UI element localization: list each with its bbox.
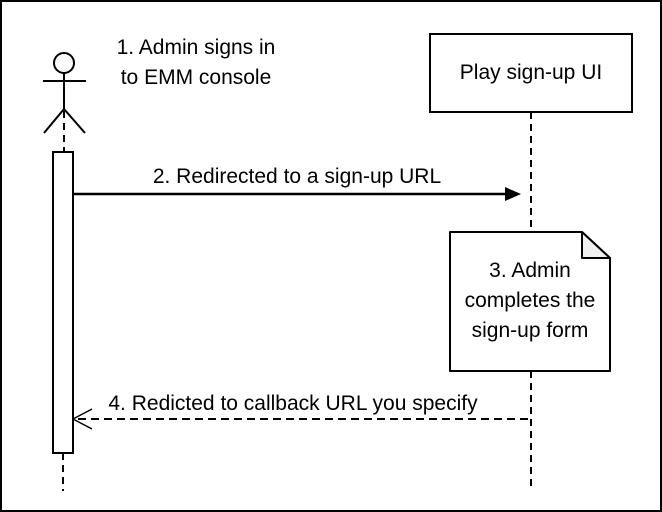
object-box: [429, 33, 633, 113]
actor-icon: [43, 52, 86, 134]
step1-label-line2: to EMM console: [120, 66, 272, 89]
step4-label: 4. Redicted to callback URL you specify: [108, 392, 478, 415]
step3-note-line3: sign-up form: [471, 319, 589, 342]
step2-label: 2. Redirected to a sign-up URL: [152, 165, 442, 188]
object-box-label: Play sign-up UI: [459, 61, 603, 84]
step3-note-line2: completes the: [464, 289, 596, 312]
message2-arrow: [73, 187, 521, 201]
step3-note-label: 3. Admin completes the sign-up form: [450, 256, 610, 346]
step1-label-line1: 1. Admin signs in: [116, 36, 276, 59]
activation-bar: [52, 151, 74, 454]
step3-note-line1: 3. Admin: [489, 259, 571, 282]
message4-arrow: [72, 408, 531, 430]
note-shape: [449, 231, 611, 372]
step1-label: 1. Admin signs in to EMM console: [101, 33, 291, 93]
